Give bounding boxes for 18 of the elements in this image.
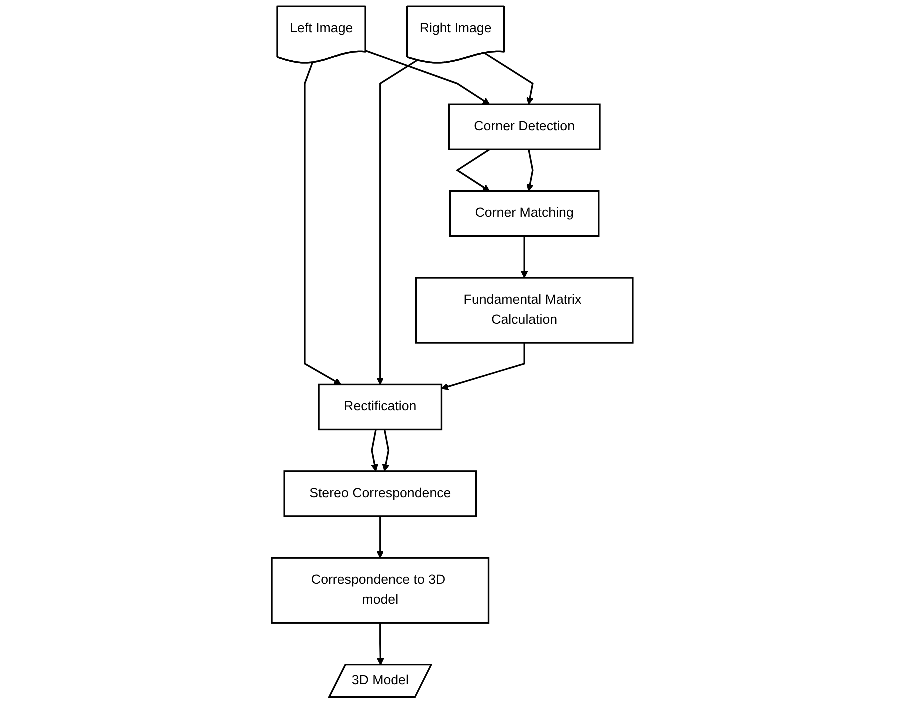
arrow xyxy=(376,516,384,558)
node-box: Stereo Correspondence xyxy=(283,470,477,518)
node-box: Rectification xyxy=(318,384,442,431)
arrow xyxy=(526,149,534,192)
arrow xyxy=(382,430,390,472)
arrow xyxy=(304,62,342,386)
node-box: Corner Matching xyxy=(448,190,600,238)
arrow xyxy=(365,50,490,105)
arrow xyxy=(376,623,384,666)
arrow xyxy=(484,52,534,105)
node-box: Corner Detection xyxy=(448,104,600,150)
arrow xyxy=(370,430,378,472)
node-box: Correspondence to 3D model xyxy=(270,557,490,624)
arrow xyxy=(440,343,525,390)
node-box: Fundamental Matrix Calculation xyxy=(414,277,634,344)
arrow xyxy=(520,236,528,278)
arrow xyxy=(376,60,418,386)
arrow xyxy=(455,148,490,192)
